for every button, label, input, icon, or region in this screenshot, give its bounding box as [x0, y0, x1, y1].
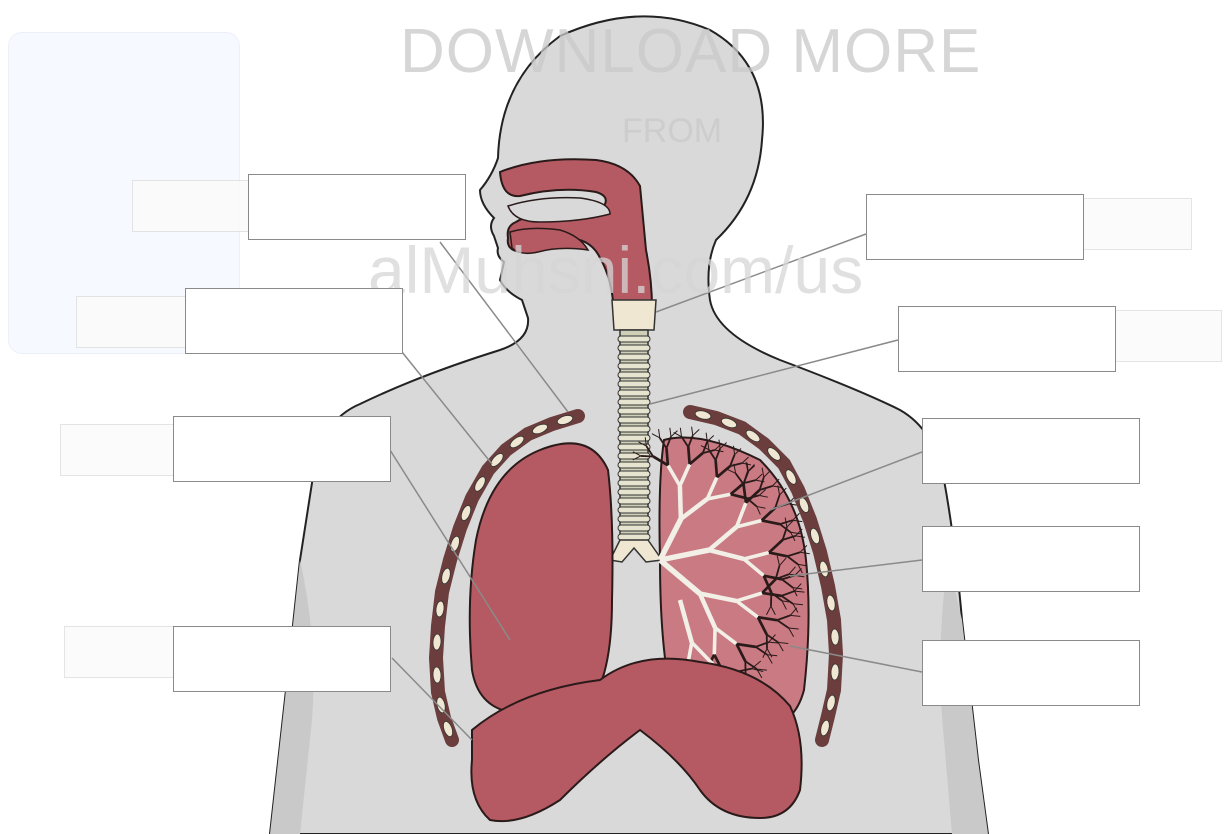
trachea-ring — [618, 381, 650, 387]
trachea-ring — [618, 390, 650, 396]
trachea-ring — [618, 516, 650, 522]
trachea-ring — [618, 408, 650, 414]
label-box-bronchiole[interactable] — [922, 526, 1140, 592]
label-box-diaphragm[interactable] — [173, 626, 391, 692]
bronchiole-branch — [667, 448, 668, 465]
trachea-ring — [618, 534, 650, 540]
bronchiole-branch — [680, 486, 681, 519]
label-box-alveoli[interactable] — [922, 640, 1140, 706]
trachea-ring — [618, 417, 650, 423]
larynx-shape — [612, 300, 656, 330]
trachea-ring — [618, 426, 650, 432]
trachea-ring — [618, 363, 650, 369]
bronchiole-branch — [641, 456, 653, 457]
trachea-ring — [618, 489, 650, 495]
trachea-ring — [618, 498, 650, 504]
trachea-ring — [618, 471, 650, 477]
label-box-larynx[interactable] — [866, 194, 1084, 260]
trachea-ring — [618, 507, 650, 513]
bronchiole-branch — [714, 628, 715, 655]
trachea-ring — [618, 480, 650, 486]
label-box-trachea[interactable] — [898, 306, 1116, 372]
trachea-ring — [618, 345, 650, 351]
label-box-lung[interactable] — [173, 416, 391, 482]
trachea-ring — [618, 525, 650, 531]
trachea-ring — [618, 336, 650, 342]
trachea-ring — [618, 399, 650, 405]
trachea-ring — [618, 462, 650, 468]
trachea-ring — [618, 444, 650, 450]
label-box-pharynx[interactable] — [185, 288, 403, 354]
bronchiole-branch — [688, 447, 689, 464]
trachea-ring — [618, 372, 650, 378]
bronchiole-branch — [716, 460, 717, 477]
label-box-bronchus[interactable] — [922, 418, 1140, 484]
label-box-nasal-cavity[interactable] — [248, 174, 466, 240]
trachea-ring — [618, 354, 650, 360]
